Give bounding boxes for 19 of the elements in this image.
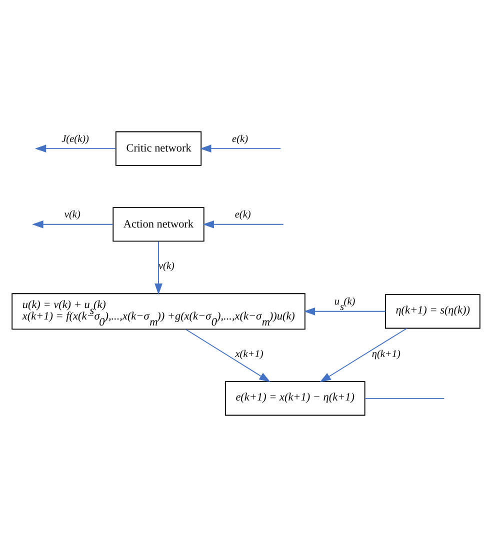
- arrow: [32, 220, 114, 228]
- edge-label: x(k+1): [235, 348, 264, 360]
- edge-label: e(k): [232, 133, 248, 144]
- arrow: [304, 306, 386, 315]
- arrow: [34, 144, 116, 152]
- arrow: [202, 220, 284, 228]
- node-box: e(k+1) = x(k+1) − η(k+1): [224, 380, 366, 416]
- node-box: Critic network: [115, 130, 202, 166]
- edge-label: η(k+1): [372, 348, 400, 360]
- arrow: [154, 240, 162, 294]
- arrow: [185, 328, 270, 382]
- node-box: η(k+1) = s(η(k)): [384, 294, 480, 328]
- edge-label: e(k): [234, 209, 251, 220]
- edge-label: v(k): [64, 209, 80, 220]
- arrow: [200, 144, 282, 152]
- node-box: Action network: [112, 206, 204, 242]
- edge-label: J(e(k)): [62, 133, 89, 144]
- arrow: [320, 327, 408, 382]
- connector: [364, 397, 445, 398]
